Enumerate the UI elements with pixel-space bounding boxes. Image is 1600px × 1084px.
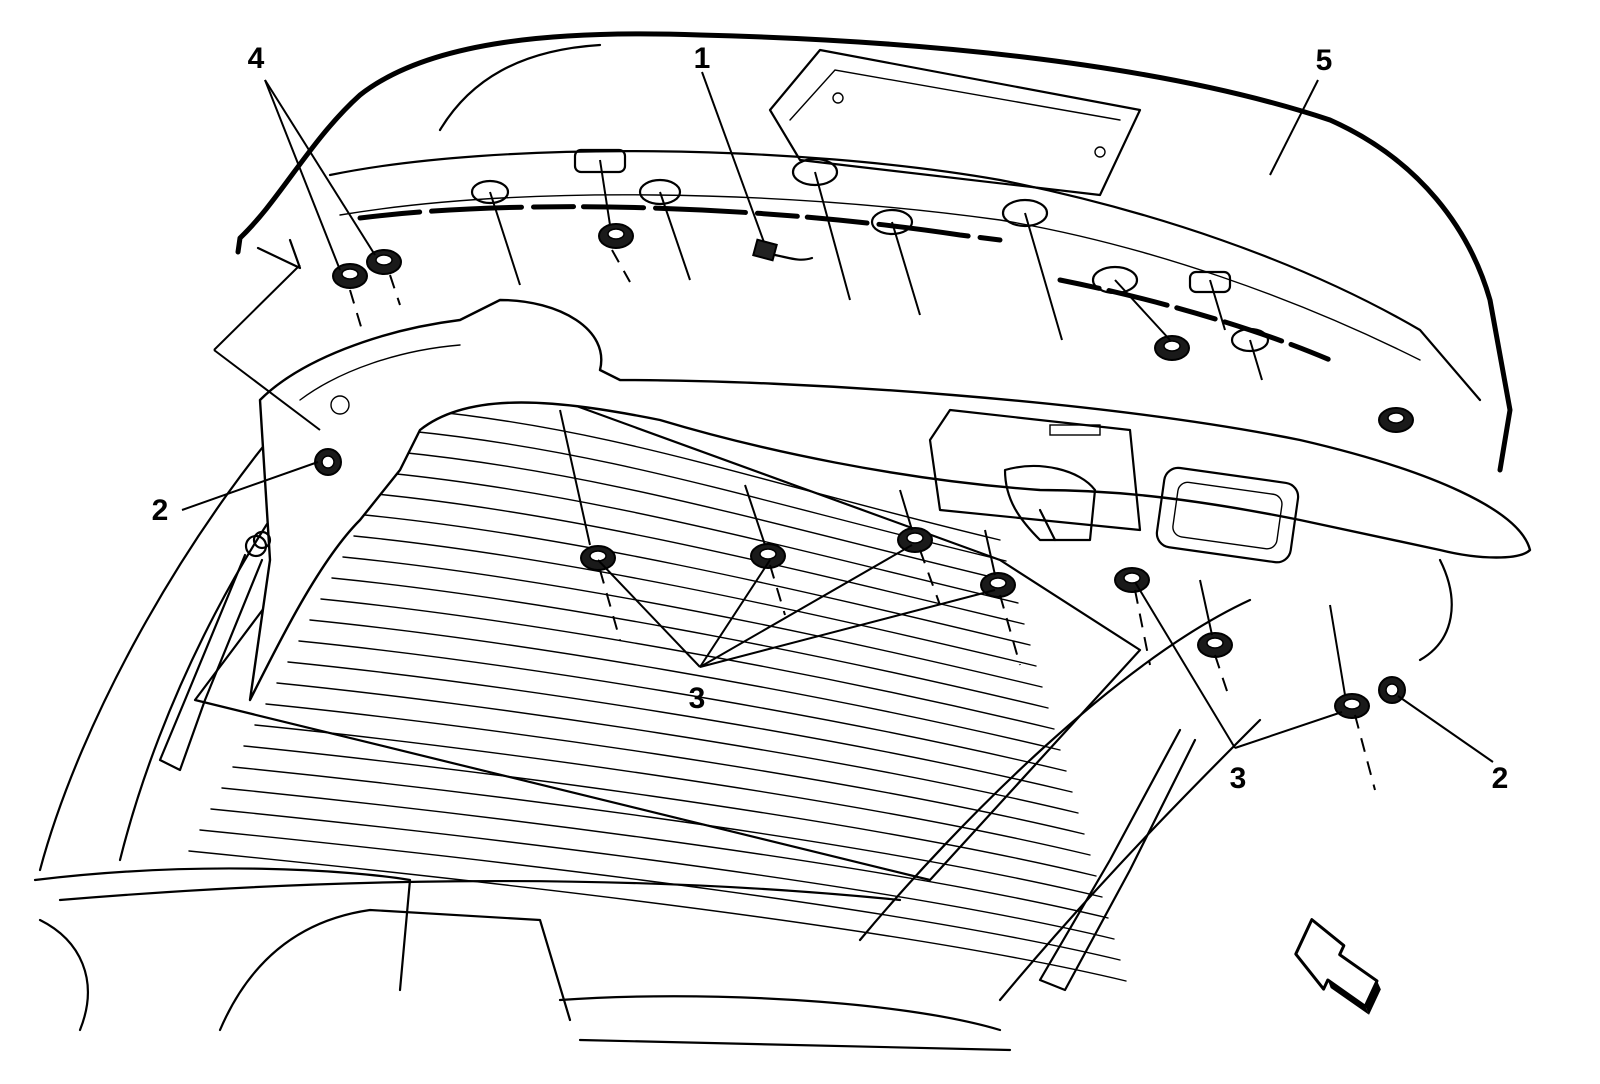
- defroster-line: [364, 514, 1031, 646]
- push-pin-retainer-icon: [598, 223, 634, 249]
- fastener-paths: [489, 159, 1346, 696]
- liftgate-outer-shell: [38, 31, 1513, 1002]
- push-pin-retainer-icon: [580, 545, 616, 571]
- push-pin-retainer-icon: [750, 543, 786, 569]
- defroster-line: [353, 535, 1037, 667]
- push-pin-retainer-icon: [1378, 407, 1414, 433]
- push-pin-retainer-icon: [980, 572, 1016, 598]
- push-pin-retainer-icon: [366, 249, 402, 275]
- fasteners: [314, 223, 1414, 719]
- callout-2-right: 2: [1492, 762, 1509, 795]
- defroster-lines: [188, 409, 1127, 982]
- push-pin-retainer-icon: [332, 263, 368, 289]
- defroster-line: [298, 640, 1067, 772]
- defroster-line: [243, 745, 1097, 877]
- defroster-line: [309, 619, 1061, 751]
- panel-holes: [470, 148, 1270, 353]
- view-direction-arrow-icon: [1294, 918, 1381, 1015]
- bolt-icon: [314, 448, 342, 476]
- push-pin-retainer-icon: [1197, 632, 1233, 658]
- rear-window-glass: [188, 398, 1142, 982]
- defroster-line: [419, 409, 1001, 541]
- liftgate-inner-panel: [328, 48, 1482, 402]
- defroster-line: [342, 556, 1043, 688]
- callout-2-left: 2: [152, 494, 169, 527]
- callout-5: 5: [1316, 44, 1333, 77]
- alignment-dashes: [349, 249, 1376, 791]
- defroster-line: [320, 598, 1055, 730]
- defroster-line: [397, 451, 1013, 583]
- callout-leaders: [181, 71, 1494, 763]
- defroster-line: [331, 577, 1049, 709]
- push-pin-retainer-icon: [1154, 335, 1190, 361]
- callout-1: 1: [694, 42, 711, 75]
- defroster-line: [199, 829, 1121, 961]
- callout-3-center: 3: [689, 682, 706, 715]
- defroster-line: [232, 766, 1103, 898]
- defroster-line: [287, 661, 1073, 793]
- defroster-line: [254, 724, 1091, 856]
- callout-3-right: 3: [1230, 762, 1247, 795]
- defroster-line: [265, 703, 1085, 835]
- liftgate-struts: [158, 530, 1453, 992]
- push-pin-retainer-icon: [897, 527, 933, 553]
- callout-4: 4: [248, 42, 265, 75]
- push-pin-retainer-icon: [1114, 567, 1150, 593]
- liftgate-lower-trim-panel: [248, 298, 1532, 702]
- push-pin-retainer-icon: [1334, 693, 1370, 719]
- cargo-area-body: [33, 867, 1012, 1052]
- defroster-line: [276, 682, 1079, 814]
- defroster-line: [210, 808, 1115, 940]
- defroster-line: [386, 472, 1019, 604]
- defroster-line: [375, 493, 1025, 625]
- defroster-line: [221, 787, 1109, 919]
- electrical-connector-icon: [752, 238, 814, 262]
- defroster-line: [188, 850, 1127, 982]
